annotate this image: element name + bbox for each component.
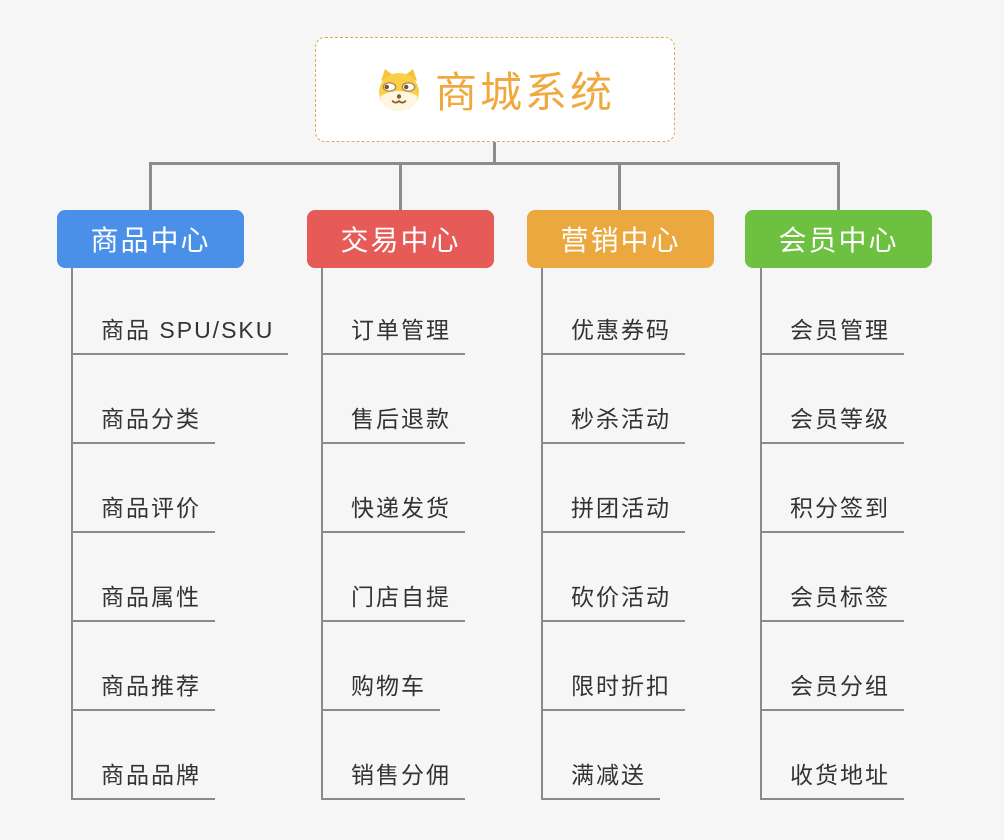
branch-node-marketing-center[interactable]: 营销中心 [527, 210, 714, 268]
leaf-node-order-management[interactable]: 订单管理 [323, 268, 465, 355]
leaf-column-marketing-center: 优惠券码 秒杀活动 拼团活动 砍价活动 限时折扣 满减送 [541, 268, 685, 800]
leaf-node-sales-commission[interactable]: 销售分佣 [323, 711, 465, 800]
leaf-node-group-buy[interactable]: 拼团活动 [543, 444, 685, 533]
leaf-column-product-center: 商品 SPU/SKU 商品分类 商品评价 商品属性 商品推荐 商品品牌 [71, 268, 289, 800]
leaf-node-product-attribute[interactable]: 商品属性 [73, 533, 215, 622]
connector-drop-product [149, 162, 152, 210]
branch-node-member-center[interactable]: 会员中心 [745, 210, 932, 268]
leaf-node-member-level[interactable]: 会员等级 [762, 355, 904, 444]
leaf-node-points-checkin[interactable]: 积分签到 [762, 444, 904, 533]
leaf-node-shipping-address[interactable]: 收货地址 [762, 711, 904, 800]
leaf-node-shopping-cart[interactable]: 购物车 [323, 622, 440, 711]
root-node[interactable]: 商城系统 [315, 37, 675, 142]
leaf-node-store-pickup[interactable]: 门店自提 [323, 533, 465, 622]
connector-horizontal [150, 162, 840, 165]
leaf-node-member-group[interactable]: 会员分组 [762, 622, 904, 711]
dog-face-icon [378, 68, 419, 111]
connector-drop-marketing [618, 162, 621, 210]
leaf-node-member-tag[interactable]: 会员标签 [762, 533, 904, 622]
leaf-column-trade-center: 订单管理 售后退款 快递发货 门店自提 购物车 销售分佣 [321, 268, 465, 800]
leaf-node-bargain-activity[interactable]: 砍价活动 [543, 533, 685, 622]
leaf-node-product-spu-sku[interactable]: 商品 SPU/SKU [73, 268, 289, 355]
leaf-node-product-review[interactable]: 商品评价 [73, 444, 215, 533]
root-title: 商城系统 [434, 69, 615, 116]
leaf-node-limited-time-discount[interactable]: 限时折扣 [543, 622, 685, 711]
connector-drop-trade [399, 162, 402, 210]
connector-drop-member [837, 162, 840, 210]
leaf-node-express-delivery[interactable]: 快递发货 [323, 444, 465, 533]
leaf-column-member-center: 会员管理 会员等级 积分签到 会员标签 会员分组 收货地址 [760, 268, 904, 800]
leaf-node-member-management[interactable]: 会员管理 [762, 268, 904, 355]
leaf-node-aftersale-refund[interactable]: 售后退款 [323, 355, 465, 444]
leaf-node-coupon-code[interactable]: 优惠券码 [543, 268, 685, 355]
leaf-node-product-category[interactable]: 商品分类 [73, 355, 215, 444]
branch-node-trade-center[interactable]: 交易中心 [307, 210, 494, 268]
leaf-node-product-recommend[interactable]: 商品推荐 [73, 622, 215, 711]
branch-node-product-center[interactable]: 商品中心 [57, 210, 244, 268]
leaf-node-flash-sale[interactable]: 秒杀活动 [543, 355, 685, 444]
leaf-node-product-brand[interactable]: 商品品牌 [73, 711, 215, 800]
connector-root-stub [493, 142, 496, 164]
leaf-node-spend-and-save[interactable]: 满减送 [543, 711, 660, 800]
